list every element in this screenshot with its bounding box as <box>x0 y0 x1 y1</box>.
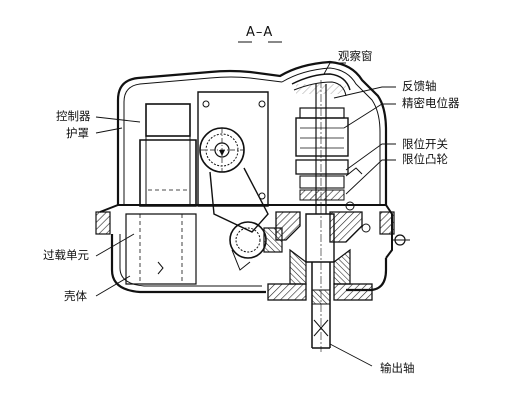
output-shaft <box>311 262 331 349</box>
shaft-bearing-block <box>267 211 373 301</box>
limit-switch <box>295 159 363 189</box>
main-gear <box>199 127 245 173</box>
housing-body <box>110 234 266 294</box>
limit-cam <box>299 189 355 211</box>
worm-gear <box>229 221 283 271</box>
mounting-plate <box>197 91 269 207</box>
label-viewing-window: 观察窗 <box>338 49 373 63</box>
viewing-window <box>291 73 351 97</box>
label-limit-switch: 限位开关 <box>402 137 448 151</box>
label-cover: 护罩 <box>66 126 89 140</box>
drive-link <box>209 167 269 233</box>
controller-box <box>139 103 197 207</box>
label-overload-unit: 过载单元 <box>43 248 89 262</box>
housing-right-bolt <box>379 211 395 235</box>
overload-unit <box>125 213 197 285</box>
label-output-shaft: 输出轴 <box>380 361 415 375</box>
label-limit-cam: 限位凸轮 <box>402 152 448 166</box>
label-housing: 壳体 <box>64 289 87 303</box>
cover-outline <box>116 60 388 205</box>
housing-flange <box>99 204 393 259</box>
precision-potentiometer <box>295 107 349 157</box>
housing-left-bolt <box>95 211 111 235</box>
section-title: A–A <box>246 25 274 40</box>
feedback-shaft <box>315 80 327 352</box>
label-controller: 控制器 <box>56 109 91 123</box>
label-feedback-shaft: 反馈轴 <box>402 79 437 93</box>
label-precision-potentiometer: 精密电位器 <box>402 96 460 110</box>
leader-lines <box>95 62 396 367</box>
